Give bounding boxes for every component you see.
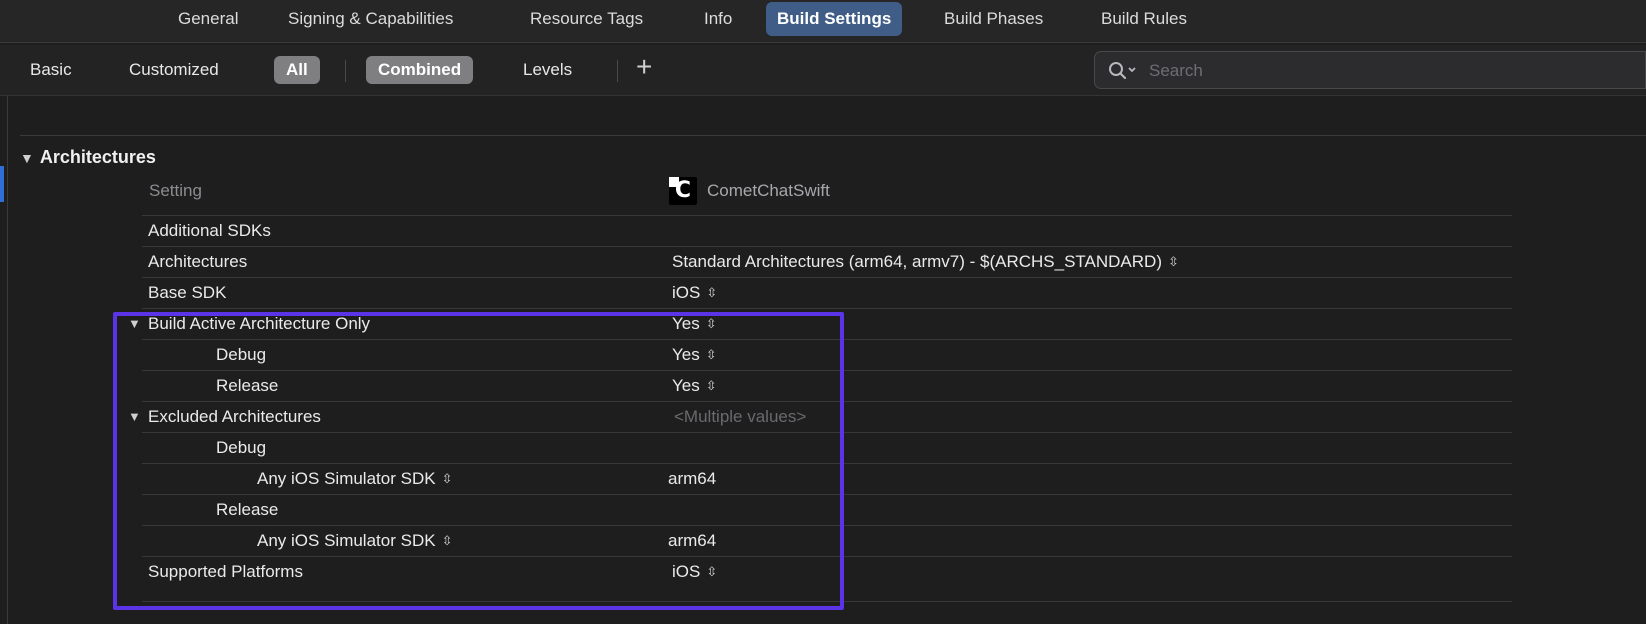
setting-value[interactable]: arm64 [668,531,717,550]
up-down-chevron-icon[interactable]: ⇳ [705,347,717,362]
setting-row[interactable]: Release Yes ⇳ [142,370,1512,401]
selection-indicator [0,166,4,202]
setting-row[interactable]: Base SDK iOS ⇳ [142,277,1512,308]
section-divider [20,135,1646,136]
setting-row[interactable]: Architectures Standard Architectures (ar… [142,246,1512,277]
up-down-chevron-icon[interactable]: ⇳ [706,564,718,579]
editor-tab-bar: General Signing & Capabilities Resource … [0,0,1646,43]
triangle-down-icon[interactable]: ▼ [128,409,141,424]
tab-build-phases[interactable]: Build Phases [944,9,1044,28]
setting-value-text: Yes [672,376,700,395]
triangle-down-icon[interactable]: ▼ [128,316,141,331]
setting-name: Release [216,500,279,519]
setting-row[interactable]: Supported Platforms iOS ⇳ [142,556,1512,587]
setting-row[interactable]: Debug Yes ⇳ [142,339,1512,370]
filter-all-button[interactable]: All [274,56,320,84]
column-header-target: CometChatSwift [707,181,830,200]
setting-name: Additional SDKs [148,221,271,240]
setting-value-popup[interactable]: Yes ⇳ [672,309,717,339]
setting-row[interactable]: Any iOS Simulator SDK ⇳ arm64 [142,525,1512,556]
setting-name: Release [216,376,279,395]
tab-info[interactable]: Info [704,9,733,28]
filter-separator [345,60,346,82]
up-down-chevron-icon[interactable]: ⇳ [1168,254,1179,269]
column-header-setting: Setting [149,181,202,200]
filter-customized-button[interactable]: Customized [129,60,219,79]
up-down-chevron-icon[interactable]: ⇳ [706,285,718,300]
add-setting-button[interactable]: + [636,51,653,82]
tab-resource-tags[interactable]: Resource Tags [530,9,644,28]
setting-value-text: Yes [672,314,700,333]
setting-name: Build Active Architecture Only [148,314,371,333]
setting-value-popup[interactable]: iOS ⇳ [672,557,717,587]
magnifier-dropdown-icon[interactable] [1107,59,1141,81]
setting-value-text: Standard Architectures (arm64, armv7) - … [672,252,1162,271]
section-architectures-header[interactable]: ▼ Architectures [20,145,156,169]
setting-row[interactable]: ▼ Excluded Architectures <Multiple value… [128,401,1512,432]
setting-name: Excluded Architectures [148,407,321,426]
tab-signing-capabilities[interactable]: Signing & Capabilities [288,9,454,28]
setting-name: Architectures [148,252,248,271]
filter-separator [617,60,618,82]
up-down-chevron-icon[interactable]: ⇳ [441,471,453,486]
setting-row[interactable]: Any iOS Simulator SDK ⇳ arm64 [142,463,1512,494]
setting-row[interactable]: Additional SDKs [142,215,1512,246]
triangle-down-icon[interactable]: ▼ [20,150,34,166]
setting-value-text: Yes [672,345,700,364]
setting-name: Debug [216,438,267,457]
tab-build-rules[interactable]: Build Rules [1101,9,1187,28]
filter-combined-button[interactable]: Combined [366,56,474,84]
condition-popup[interactable]: Any iOS Simulator SDK ⇳ [257,526,452,556]
setting-value[interactable]: arm64 [668,469,717,488]
tab-general[interactable]: General [178,9,239,28]
setting-name: Debug [216,345,267,364]
up-down-chevron-icon[interactable]: ⇳ [705,316,717,331]
setting-row[interactable]: Release [142,494,1512,525]
filter-levels-button[interactable]: Levels [523,60,573,79]
row-divider [142,601,1512,602]
search-input[interactable] [1147,58,1631,84]
up-down-chevron-icon[interactable]: ⇳ [705,378,717,393]
setting-value-popup[interactable]: Standard Architectures (arm64, armv7) - … [672,247,1179,277]
setting-value-popup[interactable]: Yes ⇳ [672,371,717,401]
setting-value-text: iOS [672,283,701,302]
setting-row[interactable]: Debug [142,432,1512,463]
setting-name: Base SDK [148,283,227,302]
setting-row[interactable]: ▼ Build Active Architecture Only Yes ⇳ [128,308,1512,339]
condition-popup[interactable]: Any iOS Simulator SDK ⇳ [257,464,452,494]
setting-name: Any iOS Simulator SDK [257,469,436,488]
section-title: Architectures [39,147,156,167]
setting-name: Any iOS Simulator SDK [257,531,436,550]
up-down-chevron-icon[interactable]: ⇳ [441,533,453,548]
tab-build-settings[interactable]: Build Settings [766,2,903,36]
filter-basic-button[interactable]: Basic [30,60,72,79]
setting-value-popup[interactable]: Yes ⇳ [672,340,717,370]
setting-value-text: iOS [672,562,701,581]
setting-name: Supported Platforms [148,562,303,581]
setting-value-popup[interactable]: iOS ⇳ [672,278,717,308]
target-app-icon: C [669,177,697,205]
search-field[interactable] [1094,51,1646,89]
gutter-divider [7,96,8,624]
setting-value[interactable]: <Multiple values> [674,407,807,426]
